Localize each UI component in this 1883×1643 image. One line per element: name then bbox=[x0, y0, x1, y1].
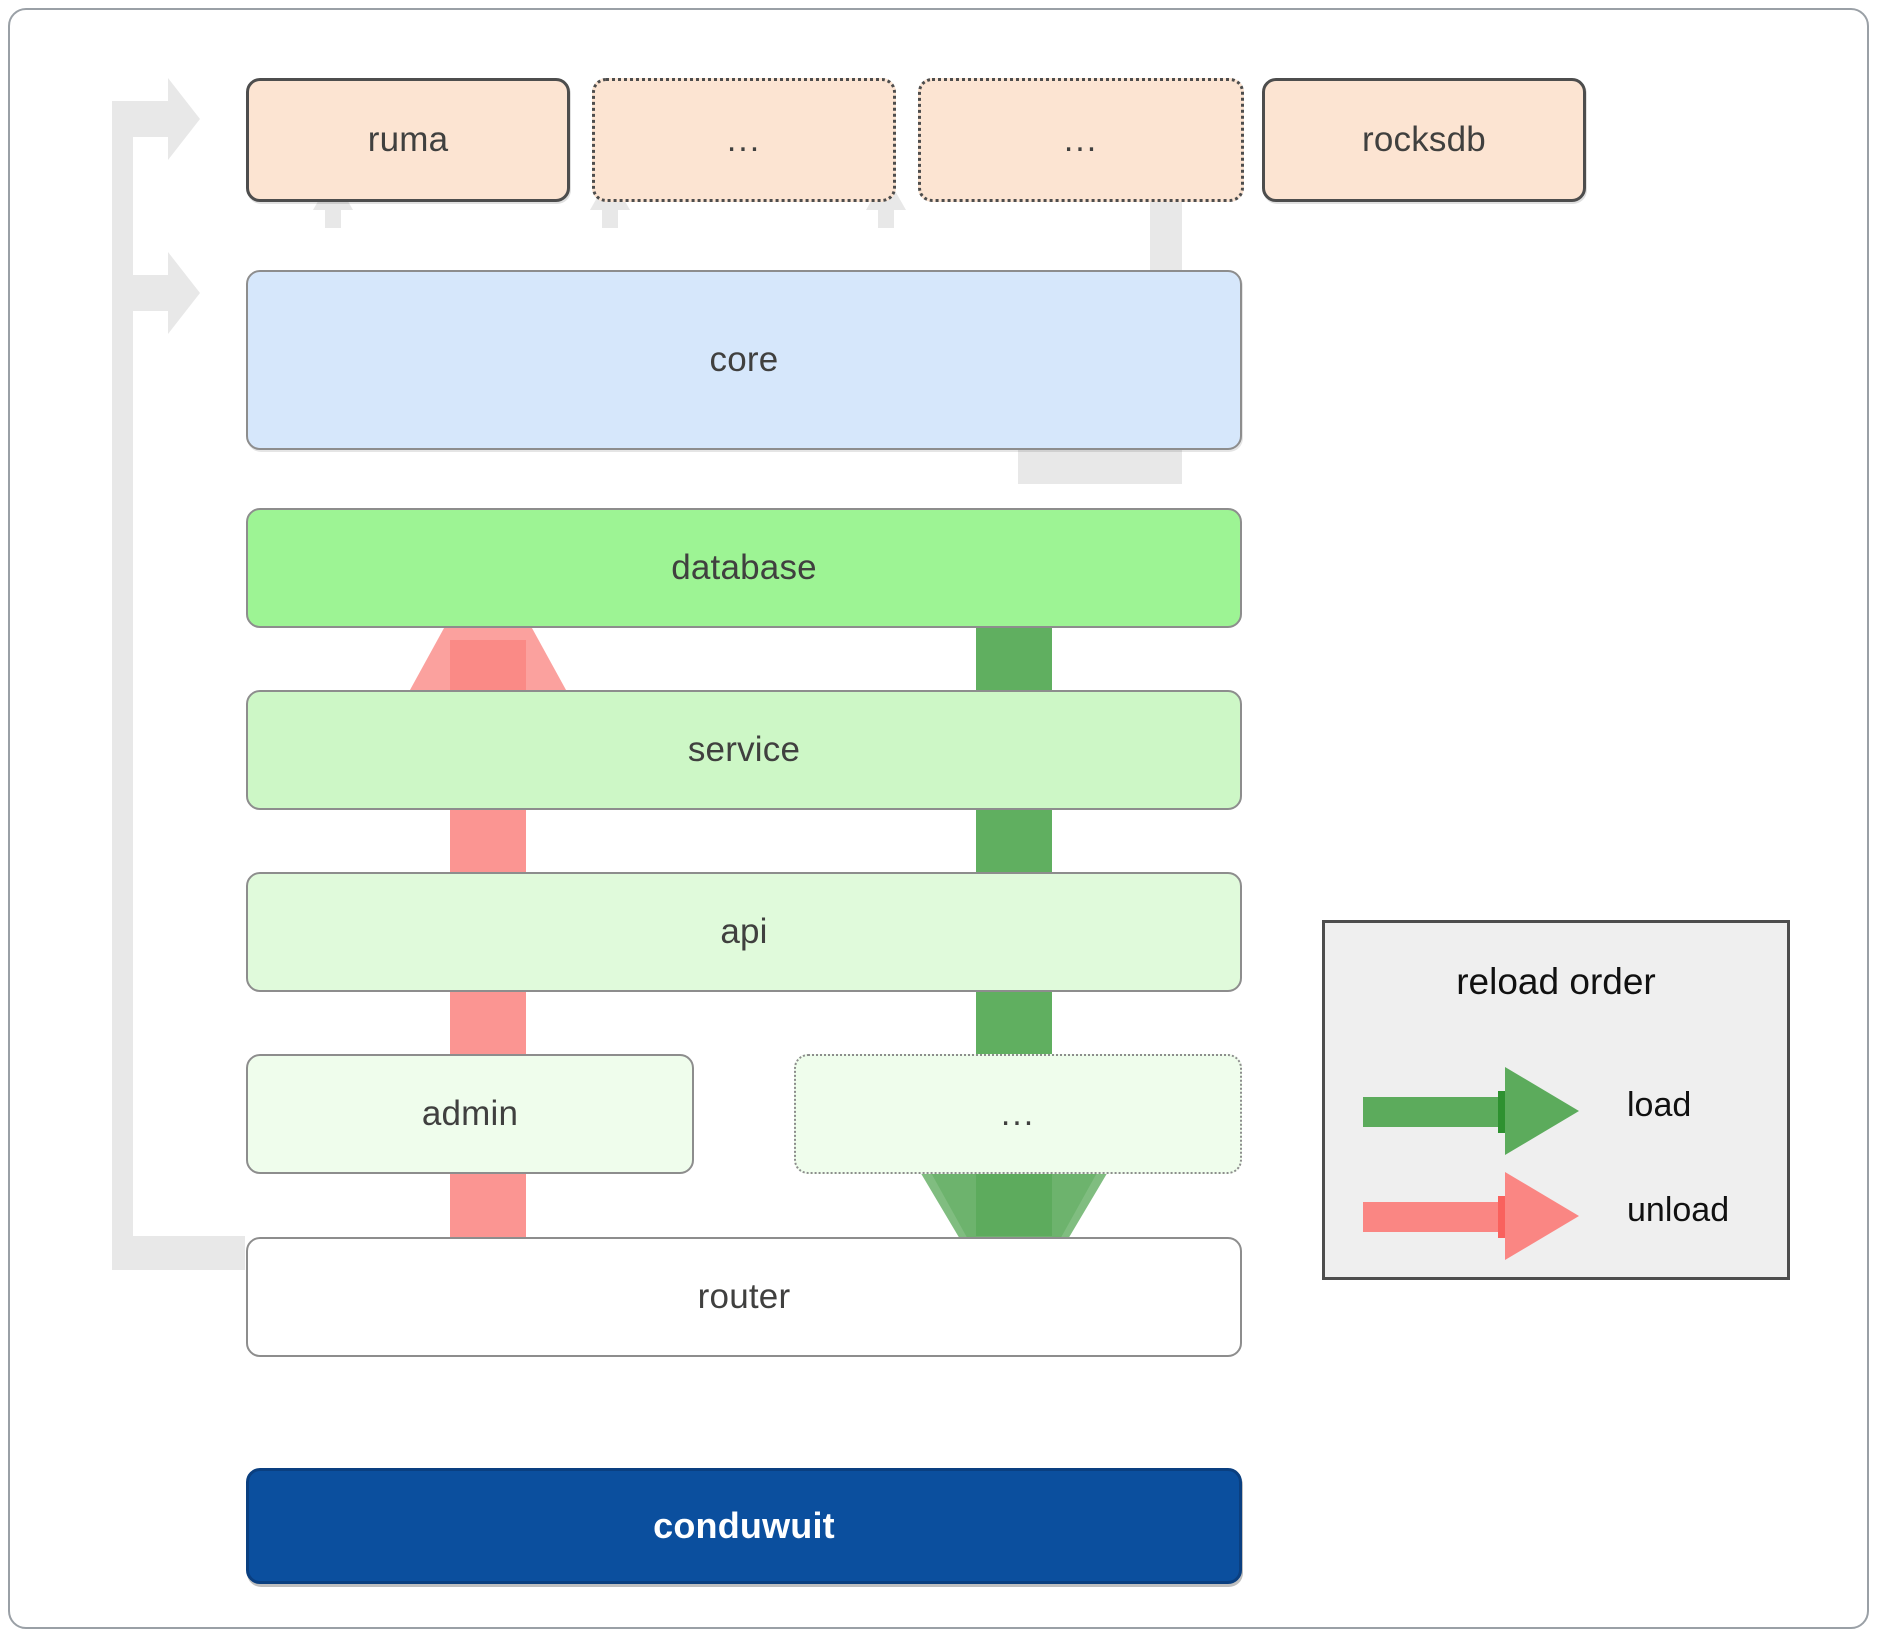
layer-box-api[interactable]: api bbox=[246, 872, 1242, 992]
layer-label: admin bbox=[421, 1094, 519, 1133]
legend-panel: reload order load unload bbox=[1322, 920, 1790, 1280]
layer-label: ... bbox=[1000, 1094, 1036, 1133]
dependency-label: rocksdb bbox=[1362, 120, 1486, 159]
dependency-label: ... bbox=[726, 120, 762, 159]
legend-label-load: load bbox=[1627, 1086, 1692, 1124]
core-box[interactable]: core bbox=[246, 270, 1242, 450]
dependency-label: ruma bbox=[367, 120, 449, 159]
core-label: core bbox=[709, 340, 779, 379]
dependency-box-ruma[interactable]: ruma bbox=[246, 78, 570, 202]
layer-label: database bbox=[671, 548, 817, 587]
dependency-box-rocksdb[interactable]: rocksdb bbox=[1262, 78, 1586, 202]
layer-label: service bbox=[687, 730, 801, 769]
legend-label-unload: unload bbox=[1627, 1191, 1730, 1229]
diagram-frame bbox=[8, 8, 1869, 1629]
dependency-box-placeholder-1[interactable]: ... bbox=[592, 78, 896, 202]
app-box-conduwuit[interactable]: conduwuit bbox=[246, 1468, 1242, 1584]
legend-unload-arrow bbox=[1363, 1172, 1579, 1260]
layer-box-service[interactable]: service bbox=[246, 690, 1242, 810]
legend-load-arrow bbox=[1363, 1067, 1579, 1155]
layer-box-admin[interactable]: admin bbox=[246, 1054, 694, 1174]
dependency-label: ... bbox=[1063, 120, 1099, 159]
layer-box-database[interactable]: database bbox=[246, 508, 1242, 628]
app-label: conduwuit bbox=[653, 1505, 835, 1546]
layer-label: api bbox=[720, 912, 768, 951]
layer-box-placeholder[interactable]: ... bbox=[794, 1054, 1242, 1174]
dependency-box-placeholder-2[interactable]: ... bbox=[918, 78, 1244, 202]
layer-label: router bbox=[697, 1277, 791, 1316]
layer-box-router[interactable]: router bbox=[246, 1237, 1242, 1357]
legend-title: reload order bbox=[1456, 961, 1656, 1002]
